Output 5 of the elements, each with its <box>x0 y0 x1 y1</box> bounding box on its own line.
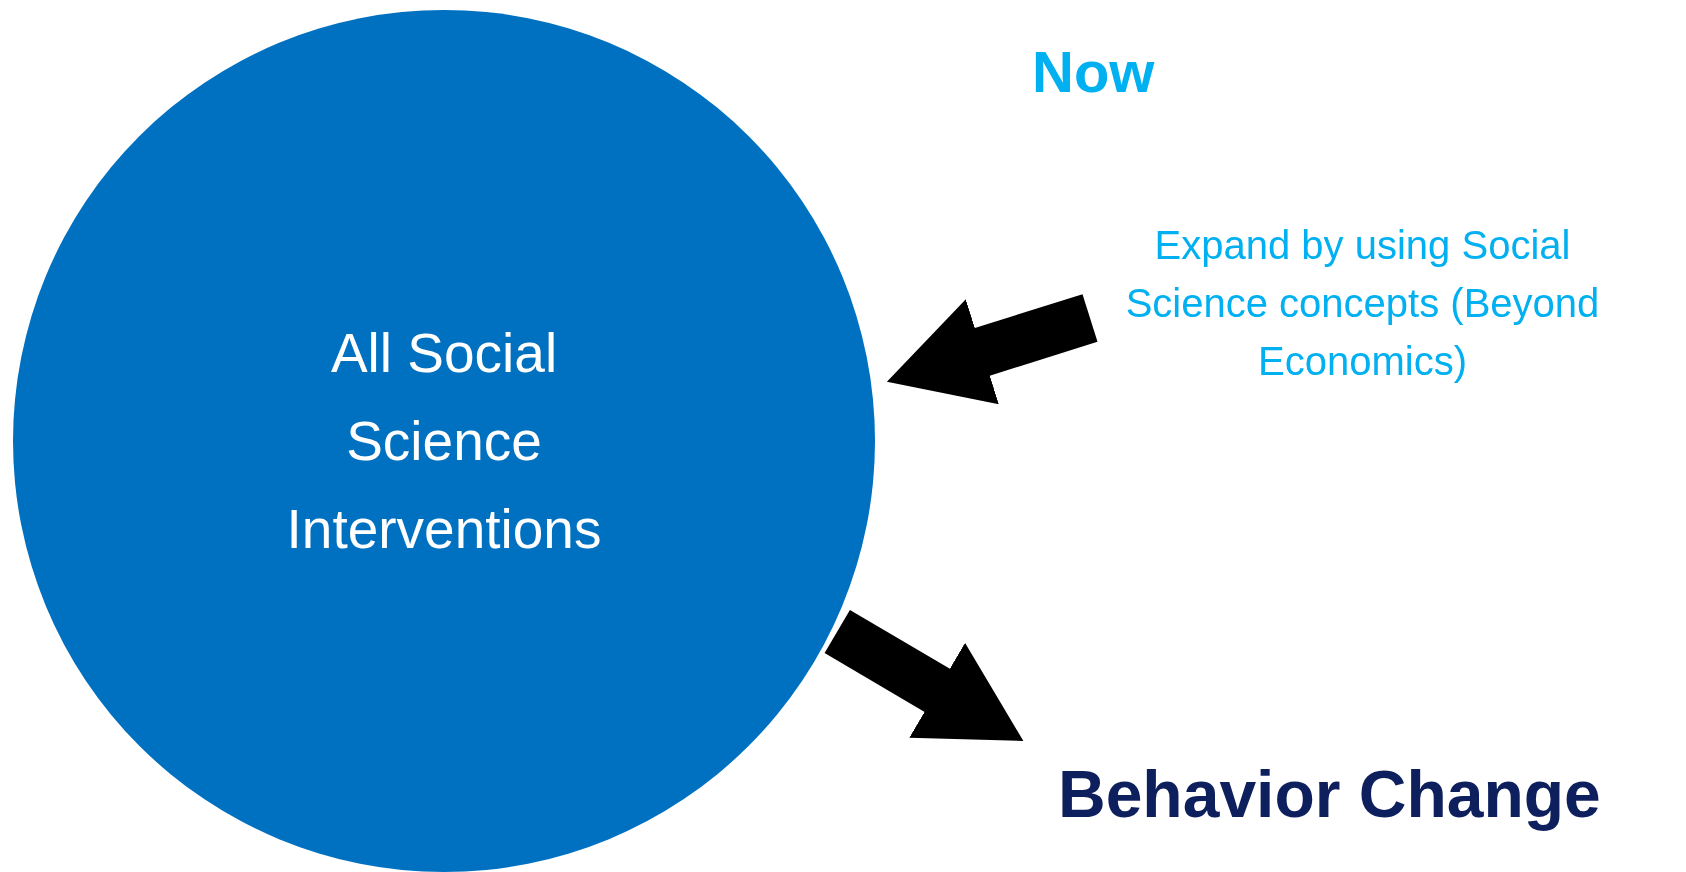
note-text: Expand by using Social Science concepts (Beyond Economics) <box>1110 216 1615 390</box>
heading-label: Now <box>1032 38 1155 106</box>
block-arrow <box>886 294 1098 405</box>
block-arrow <box>824 610 1024 741</box>
outcome-text: Behavior Change <box>1058 745 1601 844</box>
